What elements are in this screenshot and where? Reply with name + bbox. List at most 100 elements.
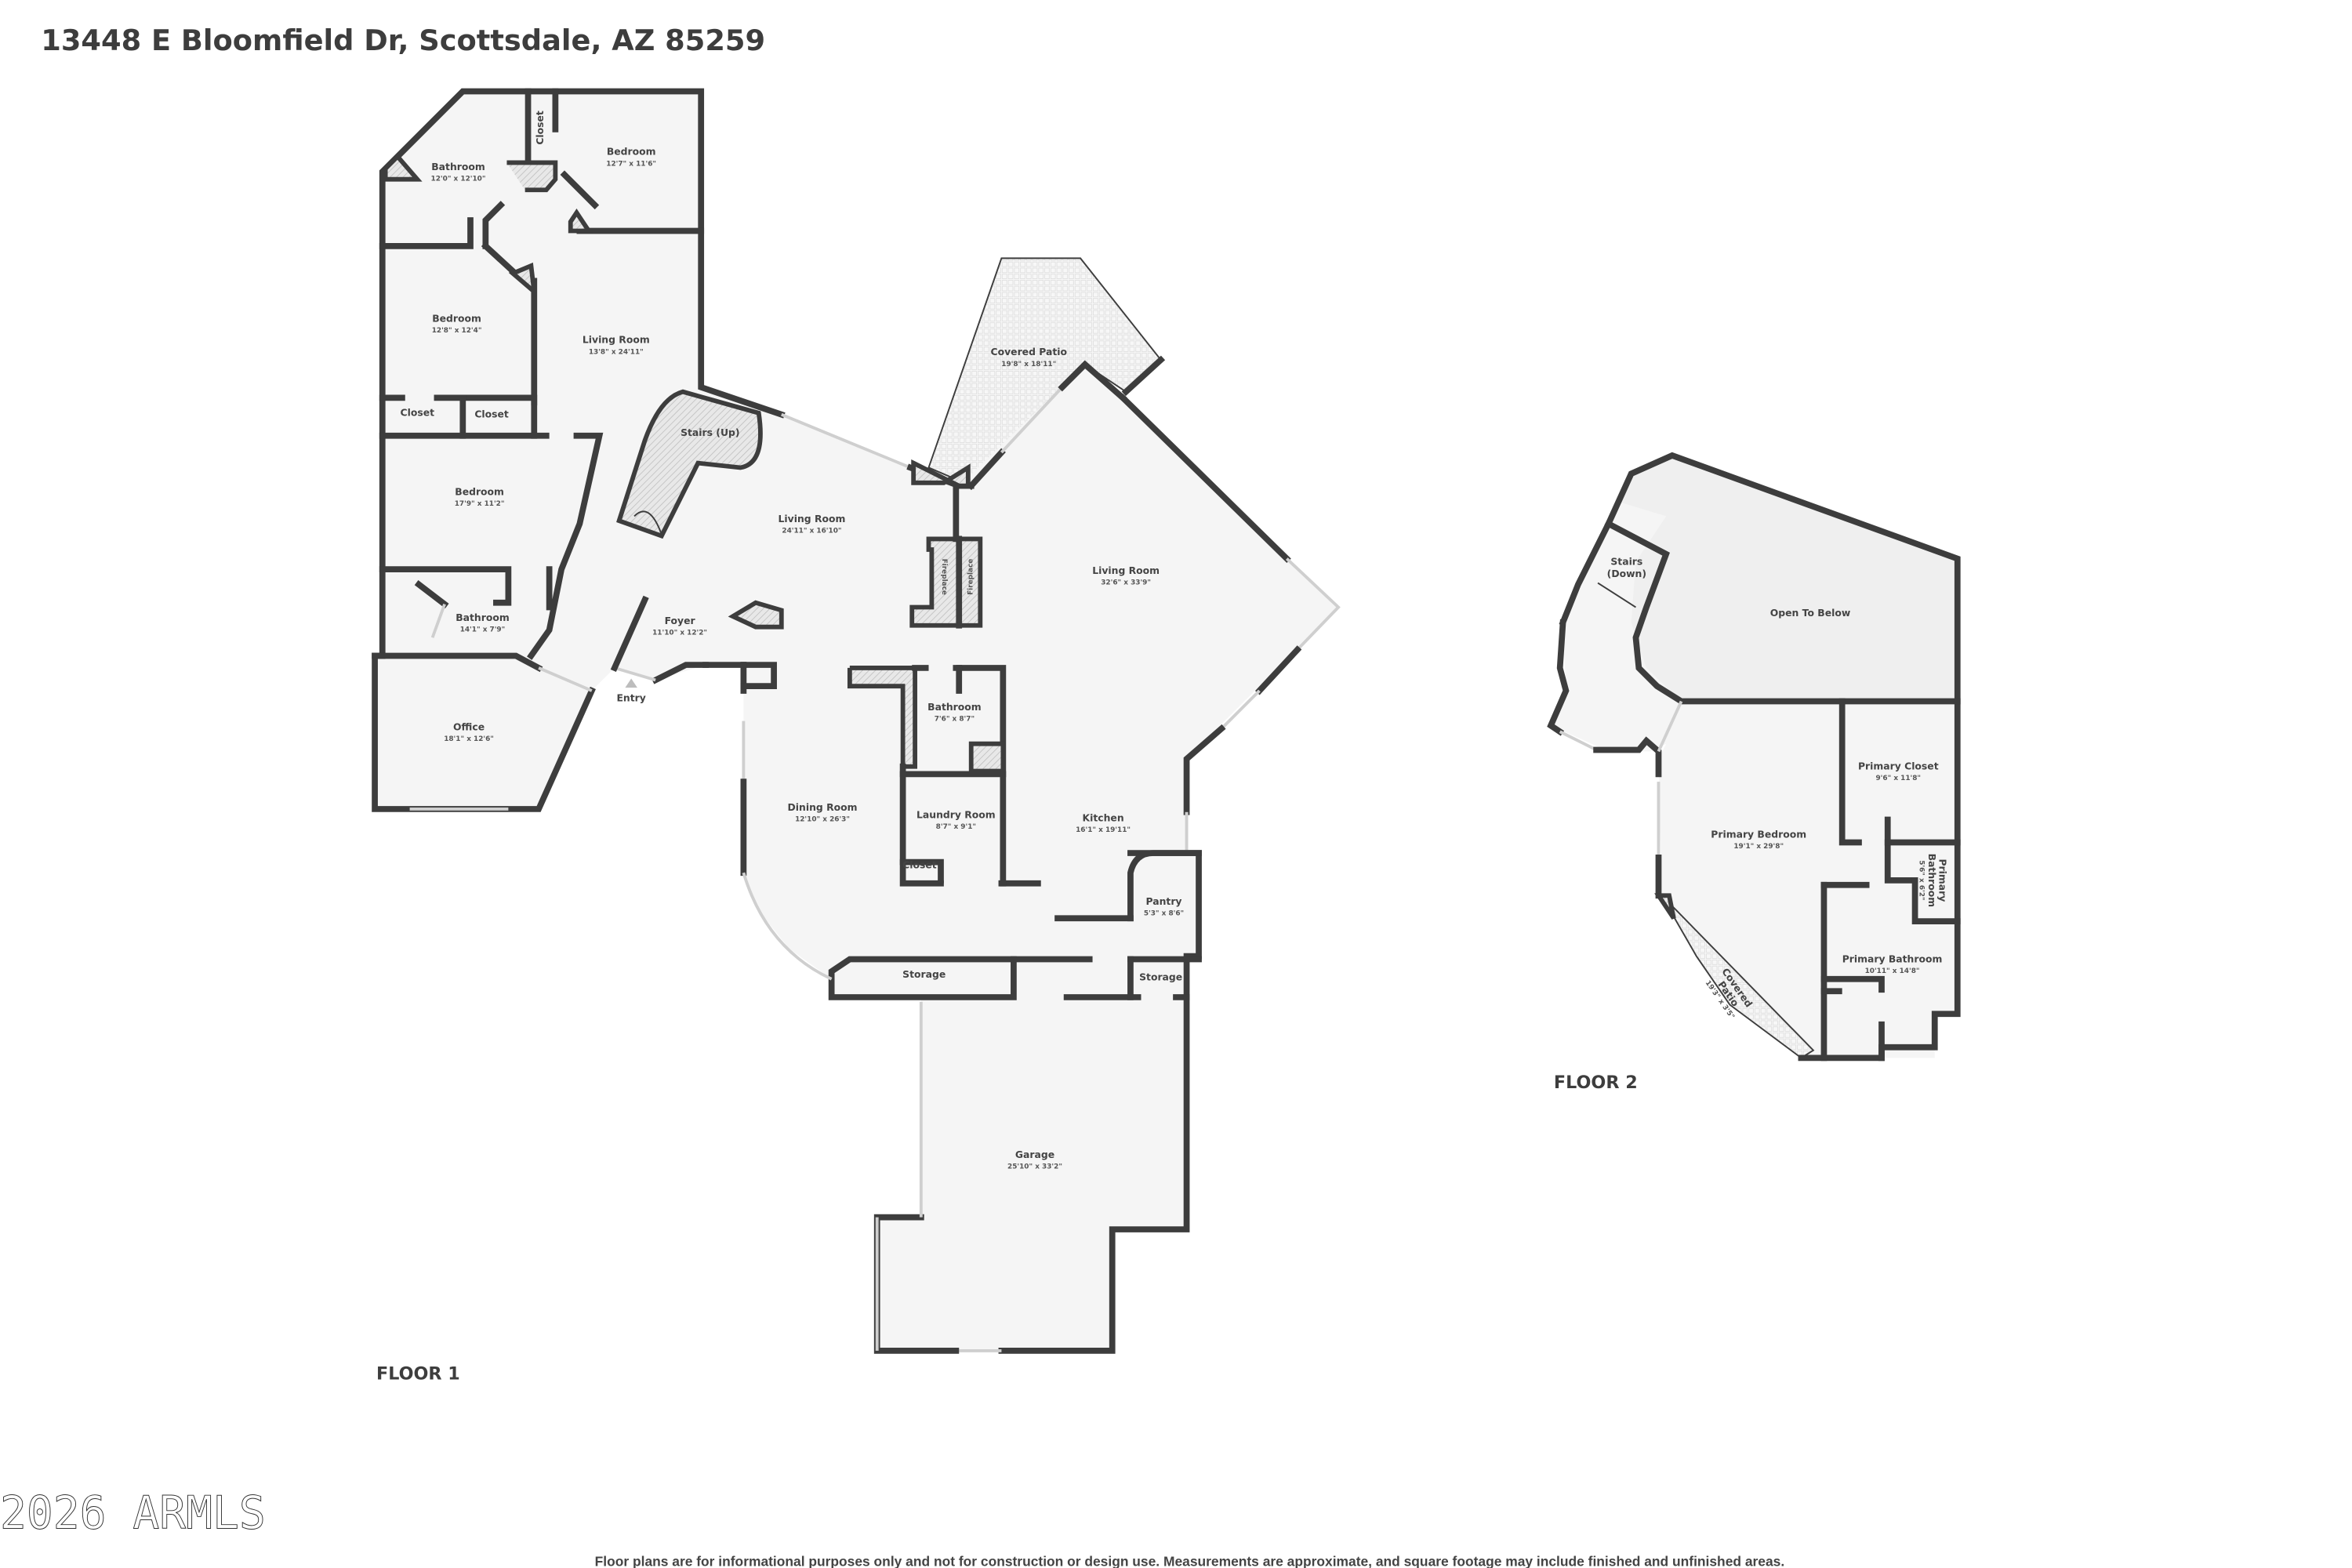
- svg-text:14'1" x 7'9": 14'1" x 7'9": [460, 626, 506, 633]
- svg-text:Closet: Closet: [535, 111, 546, 145]
- svg-text:Closet: Closet: [474, 409, 509, 420]
- svg-text:5'6" x 6'2": 5'6" x 6'2": [1917, 860, 1925, 900]
- room-entry: Entry: [616, 693, 645, 704]
- svg-text:Stairs (Up): Stairs (Up): [681, 427, 739, 438]
- entry-arrow-icon: [625, 678, 637, 688]
- room-foyer: Foyer 11'10" x 12'2": [652, 615, 707, 637]
- svg-text:Living Room: Living Room: [583, 335, 650, 346]
- svg-text:Office: Office: [453, 721, 485, 732]
- svg-text:Fireplace: Fireplace: [967, 559, 975, 595]
- room-fireplace-1: Fireplace: [940, 559, 948, 595]
- room-primary-closet: Primary Closet 9'6" x 11'8": [1858, 761, 1939, 783]
- svg-text:Bathroom: Bathroom: [431, 162, 485, 172]
- svg-text:Primary: Primary: [1937, 858, 1948, 902]
- room-bathroom-3: Bathroom 7'6" x 8'7": [927, 702, 982, 724]
- floor-2-label: FLOOR 2: [1554, 1073, 1638, 1093]
- room-office: Office 18'1" x 12'6": [444, 721, 494, 743]
- room-closet-2: Closet: [401, 408, 435, 419]
- svg-text:Laundry Room: Laundry Room: [916, 810, 996, 821]
- svg-text:Primary Bathroom: Primary Bathroom: [1842, 953, 1943, 964]
- svg-text:19'1" x 29'8": 19'1" x 29'8": [1733, 843, 1784, 851]
- svg-text:Bedroom: Bedroom: [607, 147, 656, 158]
- room-stairs-up: Stairs (Up): [681, 427, 739, 438]
- svg-text:Storage: Storage: [1139, 972, 1182, 983]
- svg-text:12'7" x 11'6": 12'7" x 11'6": [606, 160, 656, 168]
- svg-text:12'10" x 26'3": 12'10" x 26'3": [795, 815, 850, 823]
- svg-text:Bedroom: Bedroom: [455, 486, 504, 497]
- room-open-to-below: Open To Below: [1770, 608, 1851, 619]
- svg-text:Primary Closet: Primary Closet: [1858, 761, 1939, 772]
- room-laundry-room: Laundry Room 8'7" x 9'1": [916, 810, 996, 832]
- fireplace-block: [909, 536, 983, 628]
- room-bedroom-1: Bedroom 12'7" x 11'6": [606, 147, 656, 169]
- floor-1-labels: Bathroom 12'0" x 12'10" Closet Bedroom 12'…: [376, 111, 1184, 1385]
- svg-text:18'1" x 12'6": 18'1" x 12'6": [444, 735, 494, 743]
- room-closet-1: Closet: [535, 111, 546, 145]
- room-primary-bathroom: Primary Bathroom 10'11" x 14'8": [1842, 953, 1943, 975]
- svg-text:Bathroom: Bathroom: [927, 702, 982, 713]
- svg-text:Foyer: Foyer: [665, 615, 696, 626]
- floor-2-labels: Stairs(Down) Open To Below Primary Close…: [1554, 556, 1948, 1093]
- room-kitchen: Kitchen 16'1" x 19'11": [1076, 812, 1131, 834]
- covered-patio-area: [927, 257, 1162, 487]
- floor-1-plan: [372, 88, 1341, 1354]
- svg-text:Bedroom: Bedroom: [432, 314, 481, 325]
- svg-text:Fireplace: Fireplace: [940, 559, 948, 595]
- svg-text:5'3" x 8'6": 5'3" x 8'6": [1144, 909, 1184, 917]
- svg-text:Kitchen: Kitchen: [1083, 812, 1124, 823]
- svg-text:Pantry: Pantry: [1146, 896, 1182, 907]
- svg-text:Closet: Closet: [902, 859, 937, 870]
- room-bathroom-2: Bathroom 14'1" x 7'9": [456, 612, 510, 634]
- svg-text:Covered Patio: Covered Patio: [991, 347, 1067, 358]
- svg-text:8'7" x 9'1": 8'7" x 9'1": [936, 823, 976, 831]
- svg-text:Living Room: Living Room: [779, 514, 846, 524]
- svg-text:Stairs: Stairs: [1610, 556, 1642, 567]
- room-fireplace-2: Fireplace: [967, 559, 975, 595]
- room-stairs-down: Stairs(Down): [1607, 556, 1646, 579]
- svg-text:Primary Bedroom: Primary Bedroom: [1711, 829, 1806, 840]
- room-primary-bedroom: Primary Bedroom 19'1" x 29'8": [1711, 829, 1806, 851]
- floor-2-plan: [1547, 452, 1961, 1062]
- room-storage-2: Storage: [1139, 972, 1182, 983]
- watermark: 2026 ARMLS: [0, 1486, 266, 1539]
- svg-text:19'8" x 18'11": 19'8" x 18'11": [1001, 361, 1056, 368]
- svg-text:Closet: Closet: [401, 408, 435, 419]
- svg-text:7'6" x 8'7": 7'6" x 8'7": [935, 716, 975, 724]
- svg-text:11'10" x 12'2": 11'10" x 12'2": [652, 629, 707, 637]
- room-bathroom-1: Bathroom 12'0" x 12'10": [431, 162, 486, 183]
- svg-text:32'6" x 33'9": 32'6" x 33'9": [1101, 579, 1151, 586]
- room-closet-3: Closet: [474, 409, 509, 420]
- svg-text:17'9" x 11'2": 17'9" x 11'2": [455, 500, 505, 508]
- svg-text:Open To Below: Open To Below: [1770, 608, 1851, 619]
- open-to-below-area: [1616, 455, 1958, 702]
- svg-text:12'8" x 12'4": 12'8" x 12'4": [432, 327, 482, 335]
- svg-text:Bathroom: Bathroom: [1926, 854, 1937, 908]
- svg-text:Garage: Garage: [1015, 1149, 1054, 1160]
- property-address-title: 13448 E Bloomfield Dr, Scottsdale, AZ 85…: [41, 24, 765, 57]
- svg-text:9'6" x 11'8": 9'6" x 11'8": [1876, 775, 1922, 782]
- room-covered-patio-1: Covered Patio 19'8" x 18'11": [991, 347, 1067, 368]
- svg-text:12'0" x 12'10": 12'0" x 12'10": [431, 176, 486, 183]
- room-bedroom-2: Bedroom 12'8" x 12'4": [432, 314, 482, 336]
- floor-1-area: [375, 91, 1339, 1351]
- svg-text:Storage: Storage: [902, 969, 946, 980]
- room-storage-1: Storage: [902, 969, 946, 980]
- svg-text:Bathroom: Bathroom: [456, 612, 510, 623]
- room-garage: Garage 25'10" x 33'2": [1007, 1149, 1062, 1171]
- disclaimer-footer: Floor plans are for informational purpos…: [595, 1554, 1785, 1568]
- stairs-up: [616, 389, 763, 539]
- svg-text:10'11" x 14'8": 10'11" x 14'8": [1865, 967, 1920, 975]
- room-bedroom-3: Bedroom 17'9" x 11'2": [455, 486, 505, 508]
- svg-text:(Down): (Down): [1607, 568, 1646, 579]
- svg-text:24'11" x 16'10": 24'11" x 16'10": [782, 528, 841, 535]
- svg-text:Living Room: Living Room: [1092, 565, 1160, 576]
- svg-text:25'10" x 33'2": 25'10" x 33'2": [1007, 1163, 1062, 1171]
- floor-1-label: FLOOR 1: [376, 1364, 460, 1385]
- svg-text:16'1" x 19'11": 16'1" x 19'11": [1076, 826, 1131, 834]
- room-living-room-3: Living Room 32'6" x 33'9": [1092, 565, 1160, 587]
- room-living-room-2: Living Room 24'11" x 16'10": [779, 514, 846, 535]
- svg-text:13'8" x 24'11": 13'8" x 24'11": [589, 348, 644, 356]
- svg-text:Dining Room: Dining Room: [788, 802, 858, 813]
